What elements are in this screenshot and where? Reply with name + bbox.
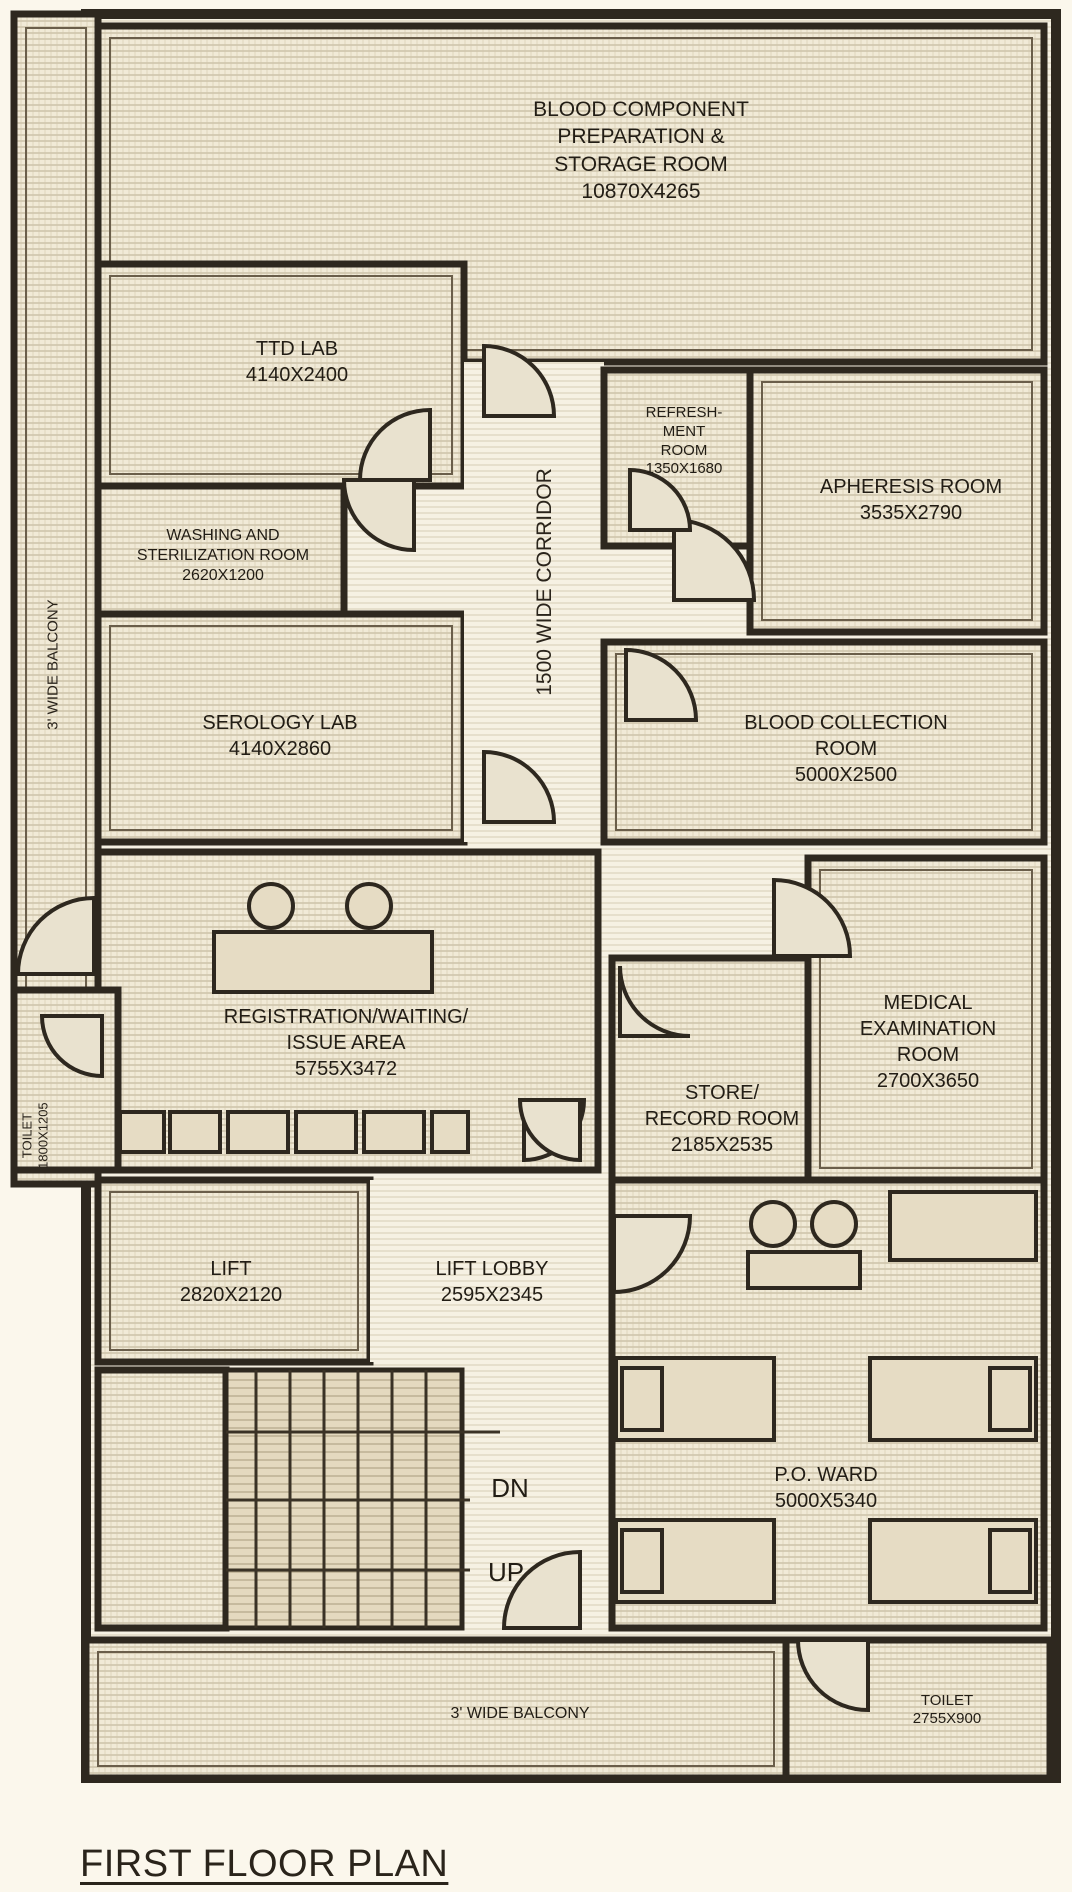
- label-side-balcony: 3' WIDE BALCONY: [44, 599, 62, 730]
- staircase: [223, 1367, 500, 1631]
- stair-landing: [94, 1366, 230, 1632]
- blood-component-room: [94, 22, 1048, 366]
- bottom-balcony: [82, 1636, 790, 1782]
- chair-icon: [247, 882, 295, 930]
- ward-cabinet: [888, 1190, 1038, 1262]
- reception-desk: [212, 930, 434, 994]
- apheresis-room: [746, 366, 1048, 636]
- lift-room: [94, 1176, 374, 1366]
- label-bottom-balcony: 3' WIDE BALCONY: [450, 1705, 590, 1722]
- ward-bed: [614, 1356, 776, 1442]
- chair-icon: [749, 1200, 797, 1248]
- bench-row: [118, 1110, 470, 1154]
- door-swings: [15, 343, 870, 1713]
- store-room: [608, 954, 812, 1184]
- ward-desk: [746, 1250, 862, 1290]
- ward-bed: [868, 1356, 1038, 1442]
- label-stairs-down: DN: [491, 1473, 529, 1503]
- lift-lobby: [370, 1180, 610, 1362]
- serology-lab-room: [94, 610, 468, 846]
- medical-exam-room: [804, 854, 1048, 1184]
- label-corridor: 1500 WIDE CORRIDOR: [533, 468, 556, 696]
- label-stairs-up: UP: [487, 1557, 525, 1587]
- ward-bed: [614, 1518, 776, 1604]
- chair-icon: [345, 882, 393, 930]
- plan-title: FIRST FLOOR PLAN: [80, 1843, 449, 1885]
- washing-room: [94, 482, 348, 618]
- ward-bed: [868, 1518, 1038, 1604]
- chair-icon: [810, 1200, 858, 1248]
